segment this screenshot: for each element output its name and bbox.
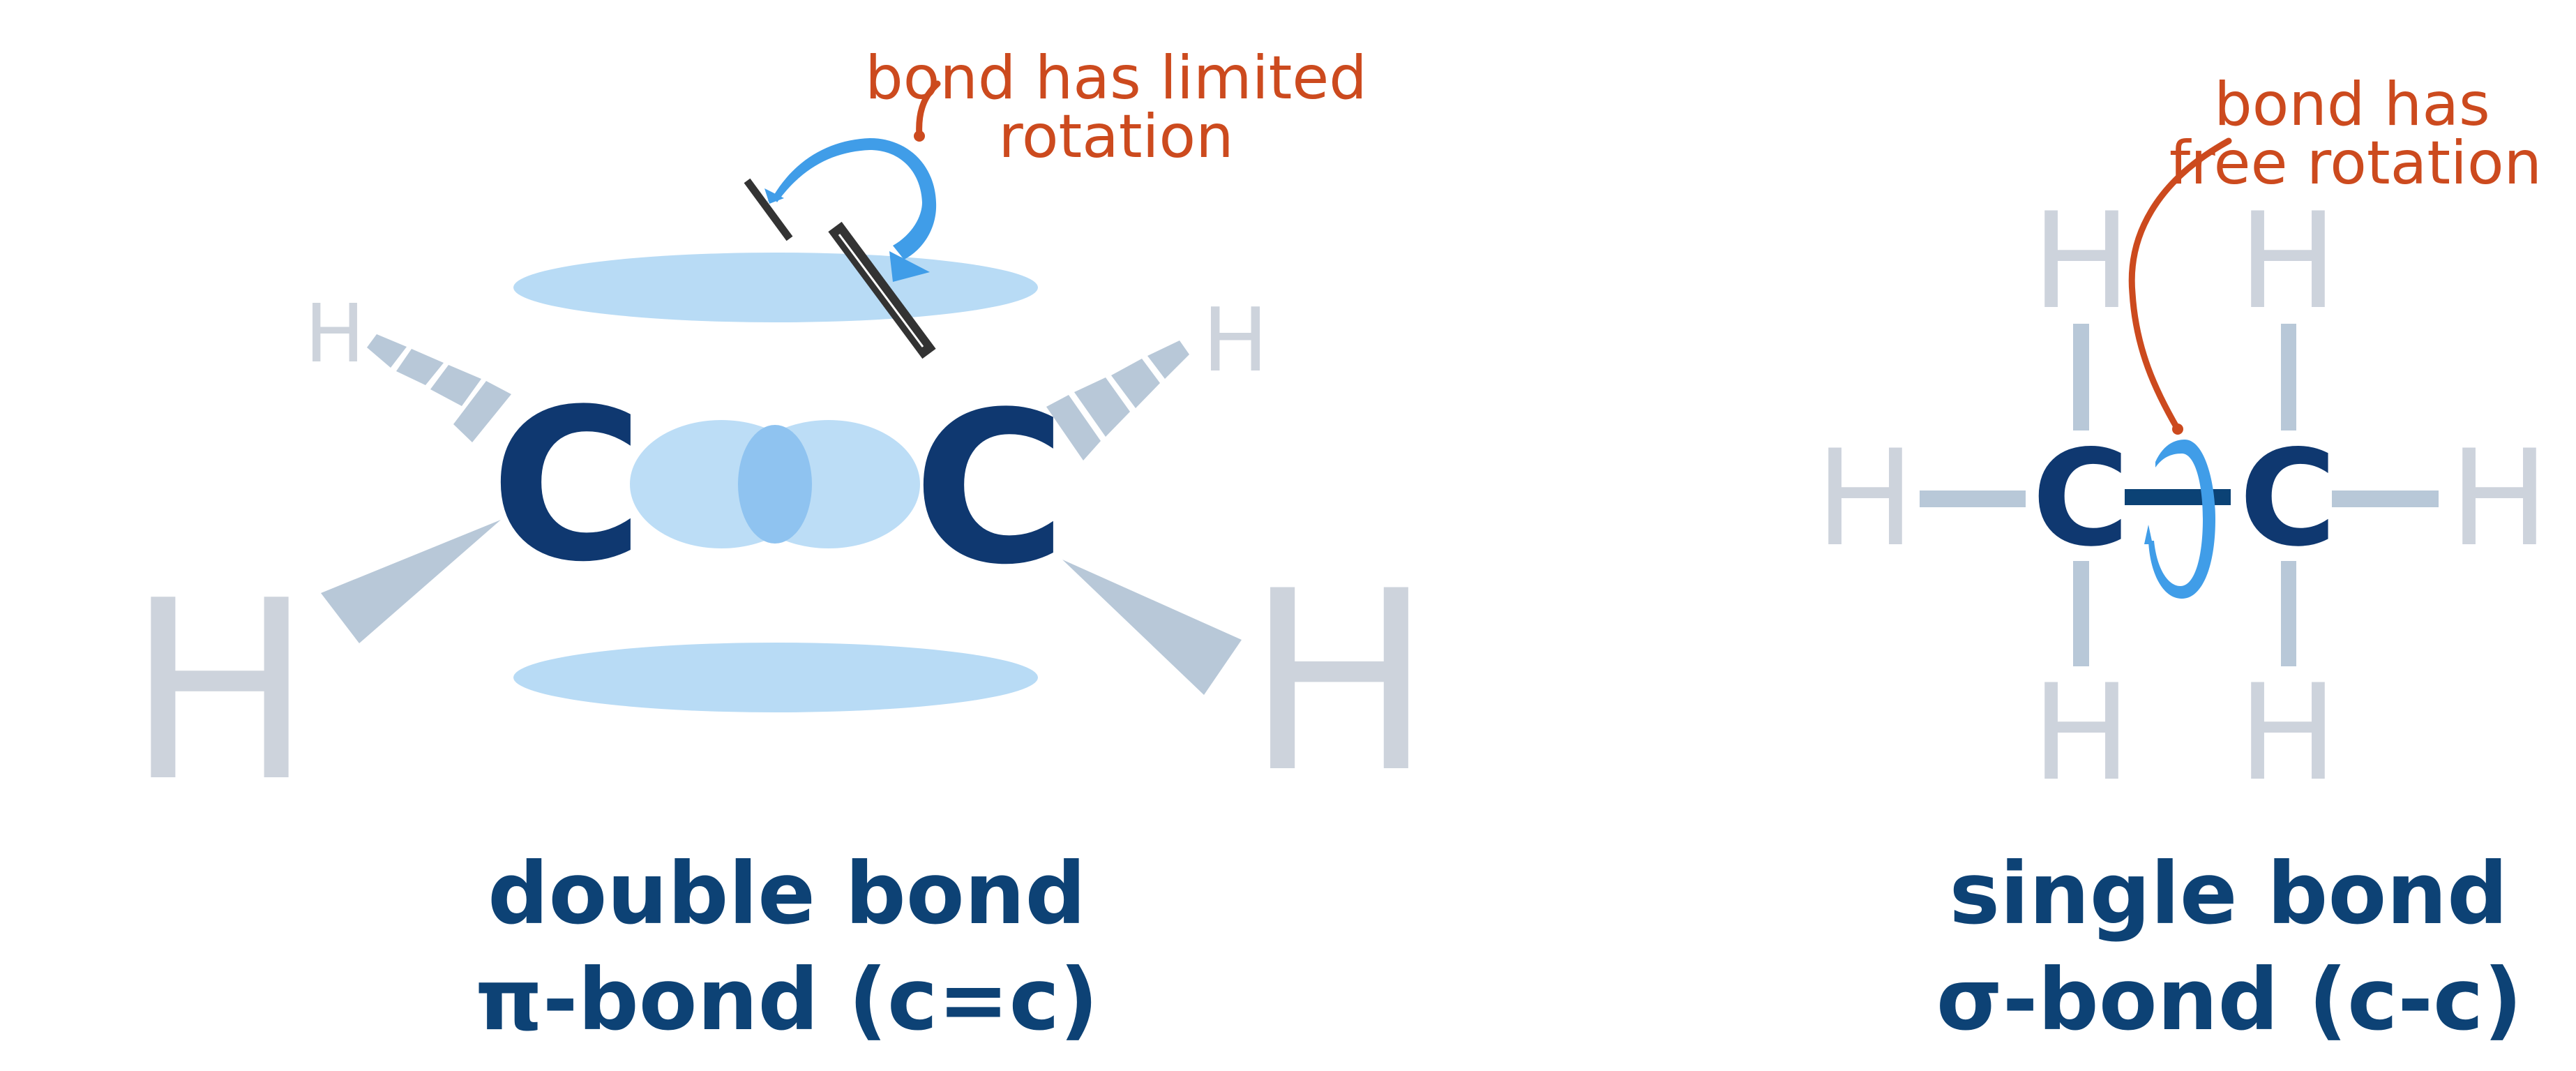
- carbon-atom-left: C: [2032, 421, 2129, 576]
- c-h-bonds: [1920, 324, 2439, 666]
- carbon-atom-right: C: [2239, 421, 2336, 576]
- free-rotation-annotation: bond has free rotation: [2128, 70, 2542, 435]
- hydrogen-atom-top-right: H: [2238, 184, 2338, 338]
- hydrogen-atom-top-left: H: [2032, 184, 2132, 338]
- hydrogen-atom-top-left: H: [305, 287, 365, 381]
- annotation-pointer-dot: [914, 130, 925, 142]
- annotation-text-line2: free rotation: [2169, 128, 2542, 198]
- sigma-orbital-overlap: [630, 420, 920, 548]
- limited-rotation-arrow-icon: [764, 138, 937, 282]
- hydrogen-atom-right: H: [2450, 421, 2549, 576]
- wedge-bond-bottom-left: [321, 520, 501, 643]
- carbon-carbon-single-bond: [2125, 489, 2231, 505]
- wedge-bond-bottom-right: [1062, 560, 1242, 695]
- hashed-bond-top-right: [1046, 340, 1189, 460]
- bond-h-top-left: [2073, 324, 2089, 430]
- carbon-atom-left: C: [490, 364, 644, 608]
- bond-h-right: [2332, 490, 2439, 507]
- rotated-bond-position-icon: [744, 178, 793, 241]
- bond-h-left: [1920, 490, 2026, 507]
- annotation-pointer-line: [2128, 137, 2232, 433]
- limited-rotation-annotation: bond has limited rotation: [865, 43, 1367, 172]
- annotation-text-line1: bond has limited: [865, 43, 1367, 113]
- double-bond-label: double bond: [488, 844, 1086, 943]
- hashed-bond-top-left: [367, 334, 511, 442]
- annotation-text-line2: rotation: [998, 102, 1233, 172]
- annotation-pointer-dot: [2172, 424, 2183, 435]
- carbon-atom-right: C: [913, 367, 1067, 611]
- single-bond-label: single bond: [1950, 844, 2508, 943]
- pi-bond-label: π-bond (c=c): [475, 950, 1098, 1049]
- pi-orbital-upper-lobe: [513, 253, 1038, 322]
- hydrogen-atom-bottom-right: H: [2238, 656, 2338, 810]
- sigma-overlap-region: [738, 425, 812, 544]
- pi-orbital-lower-lobe: [513, 643, 1038, 712]
- double-bond-bar-icon: [828, 221, 936, 359]
- sigma-bond-label: σ-bond (c-c): [1936, 950, 2522, 1049]
- hydrogen-atom-bottom-left: H: [127, 547, 313, 836]
- free-rotation-arrow-icon: [2144, 440, 2215, 599]
- bond-h-bottom-right: [2281, 561, 2296, 666]
- hydrogen-atom-top-right: H: [1203, 289, 1269, 391]
- bond-h-bottom-left: [2073, 561, 2089, 666]
- single-bond-panel: C C H H H H H H bond has free rotation s…: [1816, 70, 2549, 1049]
- hydrogen-atom-bottom-left: H: [2032, 656, 2132, 810]
- double-bond-panel: C C H H H H bond has limited rotation do…: [127, 43, 1433, 1049]
- annotation-text-line1: bond has: [2214, 70, 2490, 140]
- hydrogen-atom-bottom-right: H: [1246, 538, 1433, 827]
- annotation-pointer-line: [916, 80, 941, 140]
- hydrogen-atom-left: H: [1816, 421, 1915, 576]
- bond-h-top-right: [2281, 324, 2296, 430]
